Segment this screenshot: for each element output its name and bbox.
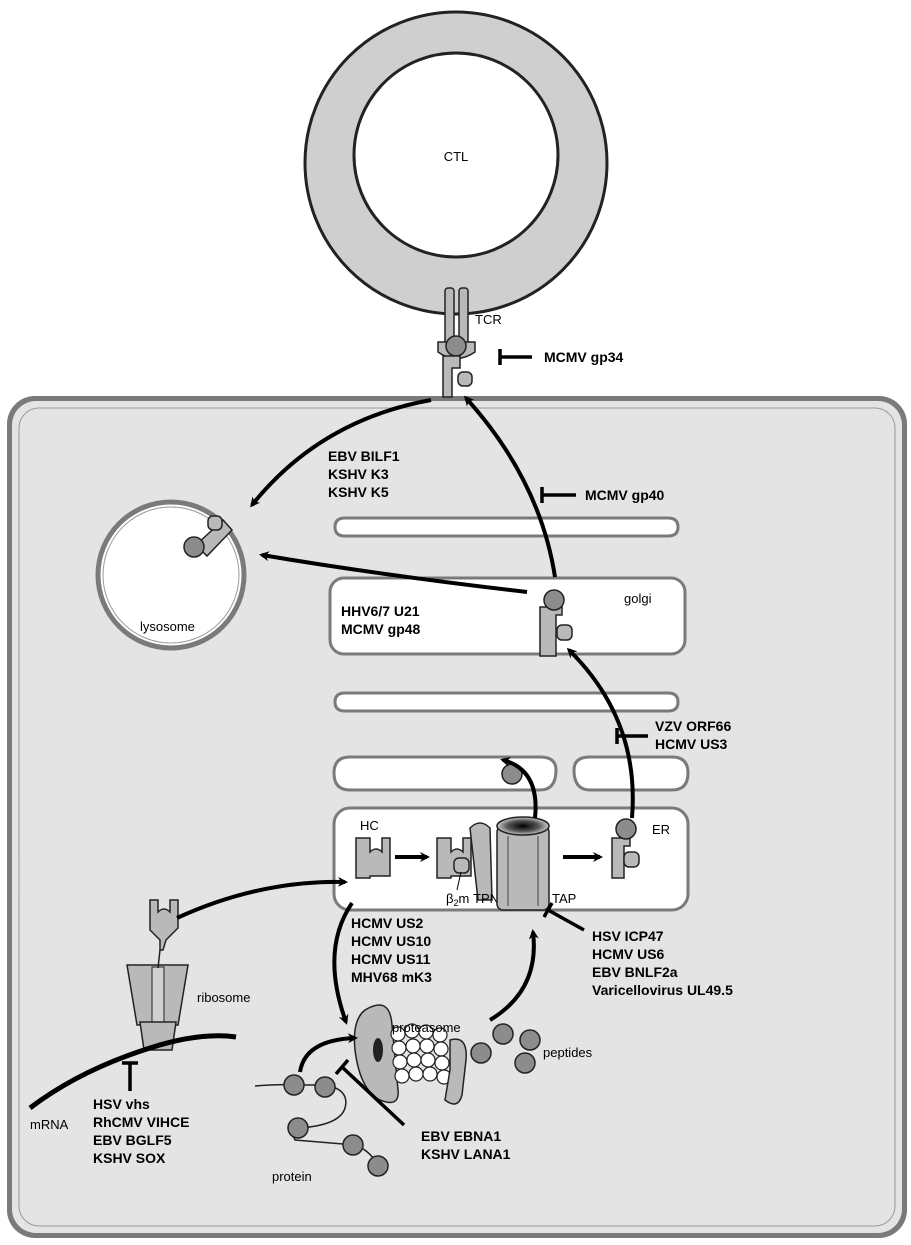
tcr-label: TCR [475, 312, 502, 327]
lysosome-label: lysosome [140, 619, 195, 634]
er-label: ER [652, 822, 670, 837]
peptides-label: peptides [543, 1045, 593, 1060]
protein-label: protein [272, 1169, 312, 1184]
surface-transport-inhibitors: MCMV gp40 [585, 487, 665, 503]
ctl-label: CTL [444, 149, 469, 164]
tcr-block-label: MCMV gp34 [544, 349, 624, 365]
proteasome-label: proteasome [392, 1020, 461, 1035]
golgi-label: golgi [624, 591, 652, 606]
tpn-label: TPN [473, 891, 499, 906]
tcr-inhibitor [500, 349, 532, 365]
ribosome-label: ribosome [197, 990, 250, 1005]
tap-label: TAP [552, 891, 576, 906]
tap-transporter [497, 817, 549, 910]
b2m-label: β2m [446, 891, 469, 908]
hc-label: HC [360, 818, 379, 833]
mrna-label: mRNA [30, 1117, 69, 1132]
